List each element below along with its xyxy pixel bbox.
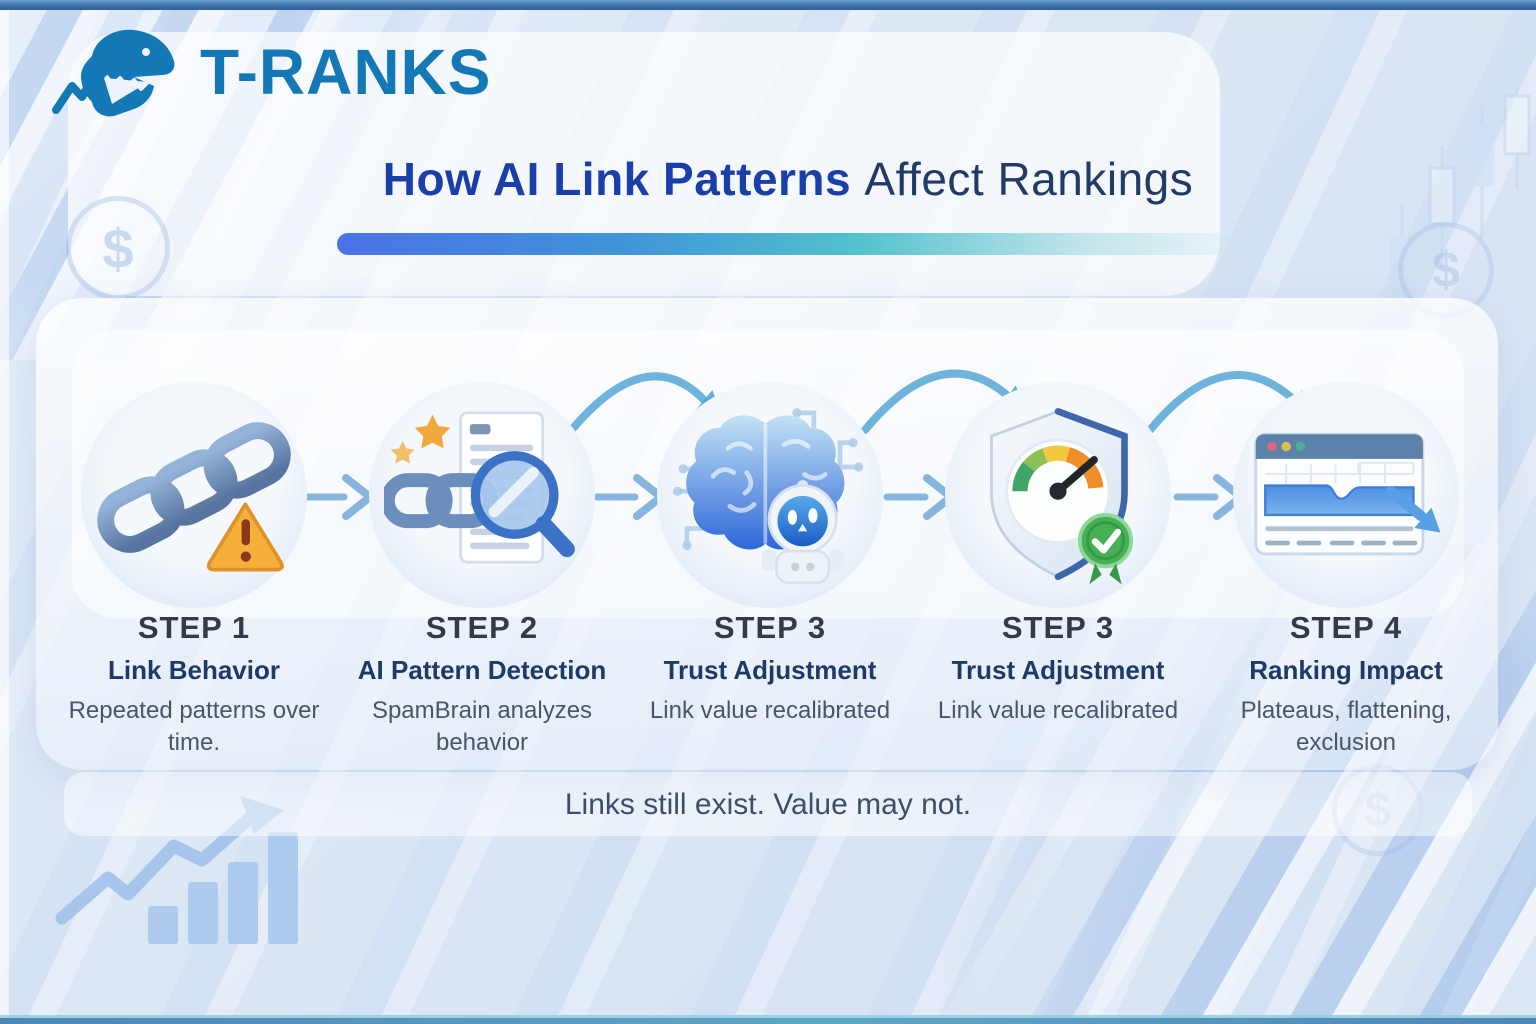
step-description: Link value recalibrated	[937, 697, 1179, 724]
left-edge-strip	[0, 0, 9, 1024]
step-2-ai-pattern-detection: STEP 2 AI Pattern Detection SpamBrain an…	[338, 382, 626, 758]
step-label: STEP 3	[713, 610, 827, 645]
dollar-icon: $	[66, 196, 170, 300]
footer-note: Links still exist. Value may not.	[564, 788, 972, 821]
t-rex-arrow-logo-icon	[52, 29, 175, 117]
step-3b-trust-adjustment-shield: STEP 3 Trust Adjustment Link value recal…	[914, 382, 1202, 758]
step-heading: AI Pattern Detection	[357, 655, 607, 685]
step-description: Link value recalibrated	[649, 697, 891, 724]
step-heading: Trust Adjustment	[951, 655, 1165, 685]
step-description: SpamBrain analyzes behavior	[371, 697, 593, 756]
step-label: STEP 1	[137, 610, 251, 645]
step-2-icon-circle	[369, 382, 595, 608]
step-5-icon-circle	[1233, 382, 1459, 608]
title-highlight: How AI Link Patterns	[382, 153, 852, 205]
step-4-icon-circle	[945, 382, 1171, 608]
title-rest: Affect Rankings	[864, 153, 1194, 205]
browser-flat-chart-icon	[1254, 432, 1441, 556]
step-1-icon-circle	[81, 382, 307, 608]
brain-robot-icon	[672, 408, 864, 585]
top-border-bar	[0, 0, 1536, 10]
step-heading: Ranking Impact	[1249, 655, 1443, 685]
step-description: Repeated patterns over time.	[68, 697, 320, 756]
step-label: STEP 3	[1001, 610, 1115, 645]
brand-header: T-RANKS	[48, 22, 491, 122]
step-3-trust-adjustment-brain: STEP 3 Trust Adjustment Link value recal…	[626, 382, 914, 758]
steps-row: STEP 1 Link Behavior Repeated patterns o…	[50, 382, 1490, 758]
step-3-icon-circle	[657, 382, 883, 608]
brand-name: T-RANKS	[200, 36, 492, 108]
step-heading: Link Behavior	[108, 655, 280, 685]
shield-gauge-check-icon	[990, 408, 1134, 585]
bottom-border-bar	[0, 1018, 1536, 1024]
page-title: How AI Link Patterns Affect Rankings	[268, 152, 1308, 206]
step-heading: Trust Adjustment	[663, 655, 877, 685]
chain-warning-icon	[97, 422, 291, 572]
footer-band	[64, 772, 1472, 836]
step-1-link-behavior: STEP 1 Link Behavior Repeated patterns o…	[50, 382, 338, 758]
step-description: Plateaus, flattening, exclusion	[1240, 697, 1452, 756]
step-label: STEP 2	[425, 610, 539, 645]
step-4-ranking-impact: STEP 4 Ranking Impact Plateaus, flatteni…	[1202, 382, 1490, 758]
step-label: STEP 4	[1289, 610, 1403, 645]
link-document-magnifier-icon	[384, 411, 575, 564]
title-divider-bar	[337, 233, 1240, 255]
